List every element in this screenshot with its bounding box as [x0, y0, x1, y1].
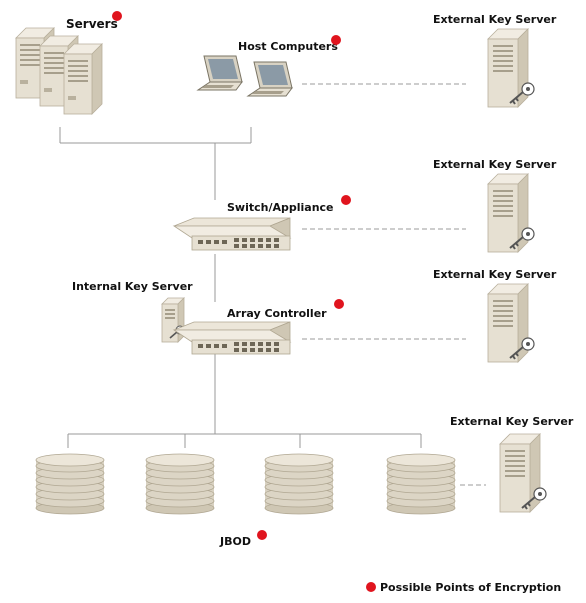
hosts-encryption-dot: [331, 35, 341, 45]
connector-lines: [59, 127, 422, 448]
external-key-server-label-3: External Key Server: [433, 268, 557, 281]
jbod-disk-1: [35, 453, 105, 515]
servers-label: Servers: [66, 17, 118, 31]
external-key-server-icon-3: [487, 283, 535, 363]
array-controller-icon: [173, 321, 291, 355]
servers-icon: [15, 27, 103, 115]
host-computers-label: Host Computers: [238, 40, 338, 53]
jbod-disk-3: [264, 453, 334, 515]
jbod-disk-2: [145, 453, 215, 515]
external-key-server-icon-2: [487, 173, 535, 253]
dashed-key-links: [302, 83, 486, 486]
legend: Possible Points of Encryption: [366, 581, 561, 594]
servers-encryption-dot: [112, 11, 122, 21]
switch-appliance-label: Switch/Appliance: [227, 201, 334, 214]
legend-text: Possible Points of Encryption: [380, 581, 561, 594]
jbod-label: JBOD: [219, 535, 251, 548]
external-key-server-icon-4: [499, 433, 547, 513]
external-key-server-icon-1: [487, 28, 535, 108]
switch-encryption-dot: [341, 195, 351, 205]
jbod-encryption-dot: [257, 530, 267, 540]
legend-dot: [366, 582, 376, 592]
controller-encryption-dot: [334, 299, 344, 309]
external-key-server-label-4: External Key Server: [450, 415, 574, 428]
host-computers-icon: [197, 55, 293, 97]
switch-appliance-icon: [173, 217, 291, 251]
jbod-disk-4: [386, 453, 456, 515]
external-key-server-label-1: External Key Server: [433, 13, 557, 26]
array-controller-label: Array Controller: [227, 307, 327, 320]
internal-key-server-label: Internal Key Server: [72, 280, 193, 293]
external-key-server-label-2: External Key Server: [433, 158, 557, 171]
internal-key-server-icon: [161, 297, 185, 343]
